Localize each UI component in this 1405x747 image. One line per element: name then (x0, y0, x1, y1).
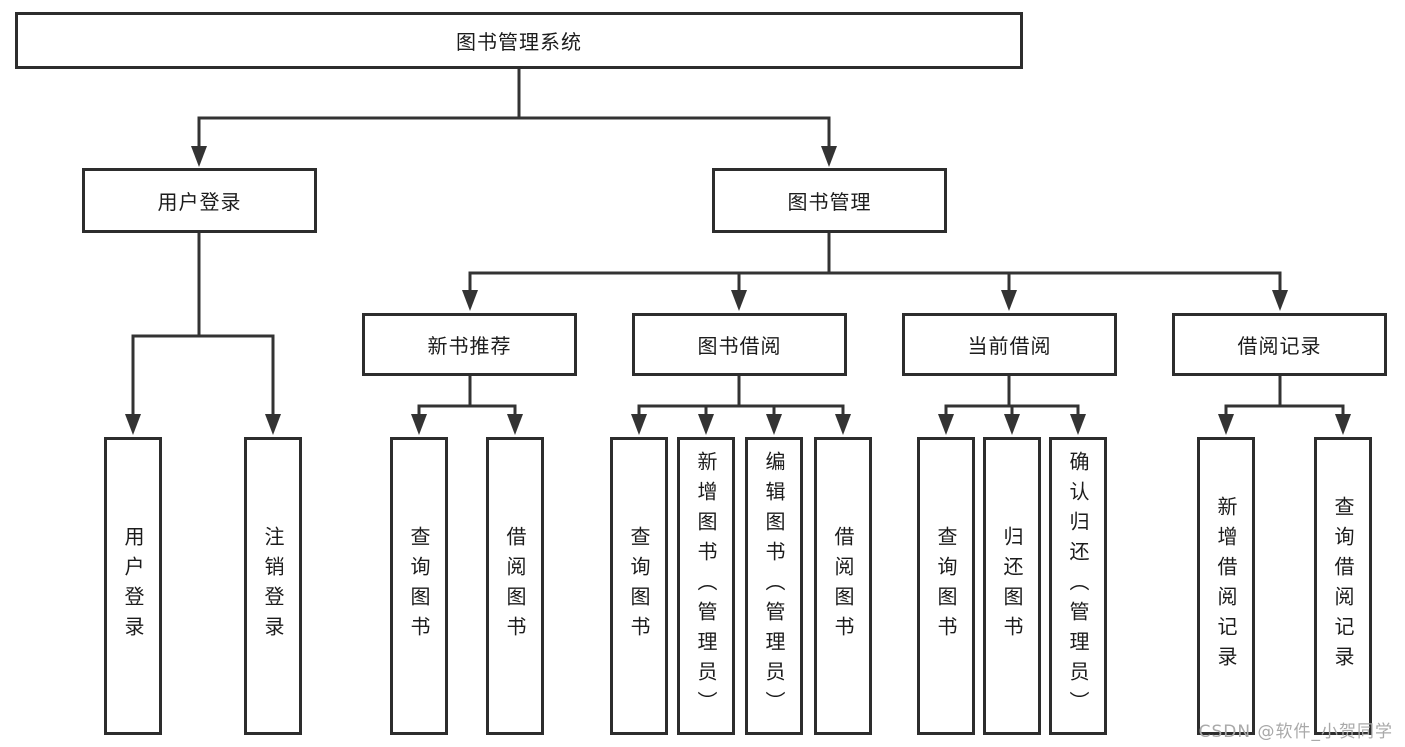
leaf-confirm-return-admin: 确认归还（管理员） (1049, 437, 1107, 735)
arrowheads-bookborrow-leaves (631, 414, 851, 435)
node-book-borrowing: 图书借阅 (632, 313, 847, 376)
edge-root-to-level2 (197, 68, 831, 148)
leaf-query-books-current: 查询图书 (917, 437, 975, 735)
leaf-add-borrow-record: 新增借阅记录 (1197, 437, 1255, 735)
node-root-library-system: 图书管理系统 (15, 12, 1023, 69)
node-book-management-label: 图书管理 (787, 190, 872, 214)
node-user-login-label: 用户登录 (157, 190, 242, 214)
node-new-book-recommend-label: 新书推荐 (427, 334, 512, 358)
leaf-logout: 注销登录 (244, 437, 302, 735)
leaf-query-books-recommend: 查询图书 (390, 437, 448, 735)
arrowheads-userlogin-leaves (125, 414, 281, 435)
node-book-management: 图书管理 (712, 168, 947, 233)
csdn-watermark: CSDN @软件_小贺同学 (1198, 722, 1393, 742)
edge-newbook-to-leaves (417, 376, 517, 416)
node-borrow-records: 借阅记录 (1172, 313, 1387, 376)
edge-bookmgmt-to-level3 (468, 233, 1282, 292)
edge-curborrow-to-leaves (944, 376, 1080, 416)
leaf-user-login: 用户登录 (104, 437, 162, 735)
node-borrow-records-label: 借阅记录 (1237, 334, 1322, 358)
arrowheads-curborrow-leaves (938, 414, 1086, 435)
arrowheads-level2 (191, 146, 837, 167)
node-book-borrowing-label: 图书借阅 (697, 334, 782, 358)
edge-borrowrec-to-leaves (1224, 376, 1345, 416)
leaf-edit-book-admin: 编辑图书（管理员） (745, 437, 803, 735)
node-user-login: 用户登录 (82, 168, 317, 233)
leaf-borrow-books-borrowing: 借阅图书 (814, 437, 872, 735)
node-root-label: 图书管理系统 (456, 30, 582, 54)
leaf-query-borrow-record: 查询借阅记录 (1314, 437, 1372, 735)
leaf-query-books-borrowing: 查询图书 (610, 437, 668, 735)
arrowheads-level3 (462, 290, 1288, 311)
leaf-return-book: 归还图书 (983, 437, 1041, 735)
node-new-book-recommend: 新书推荐 (362, 313, 577, 376)
node-current-borrowing: 当前借阅 (902, 313, 1117, 376)
edge-bookborrow-to-leaves (637, 376, 845, 416)
edge-userlogin-to-leaves (131, 233, 275, 416)
arrowheads-newbook-leaves (411, 414, 523, 435)
leaf-add-book-admin: 新增图书（管理员） (677, 437, 735, 735)
leaf-borrow-books-recommend: 借阅图书 (486, 437, 544, 735)
arrowheads-borrowrec-leaves (1218, 414, 1351, 435)
node-current-borrowing-label: 当前借阅 (967, 334, 1052, 358)
